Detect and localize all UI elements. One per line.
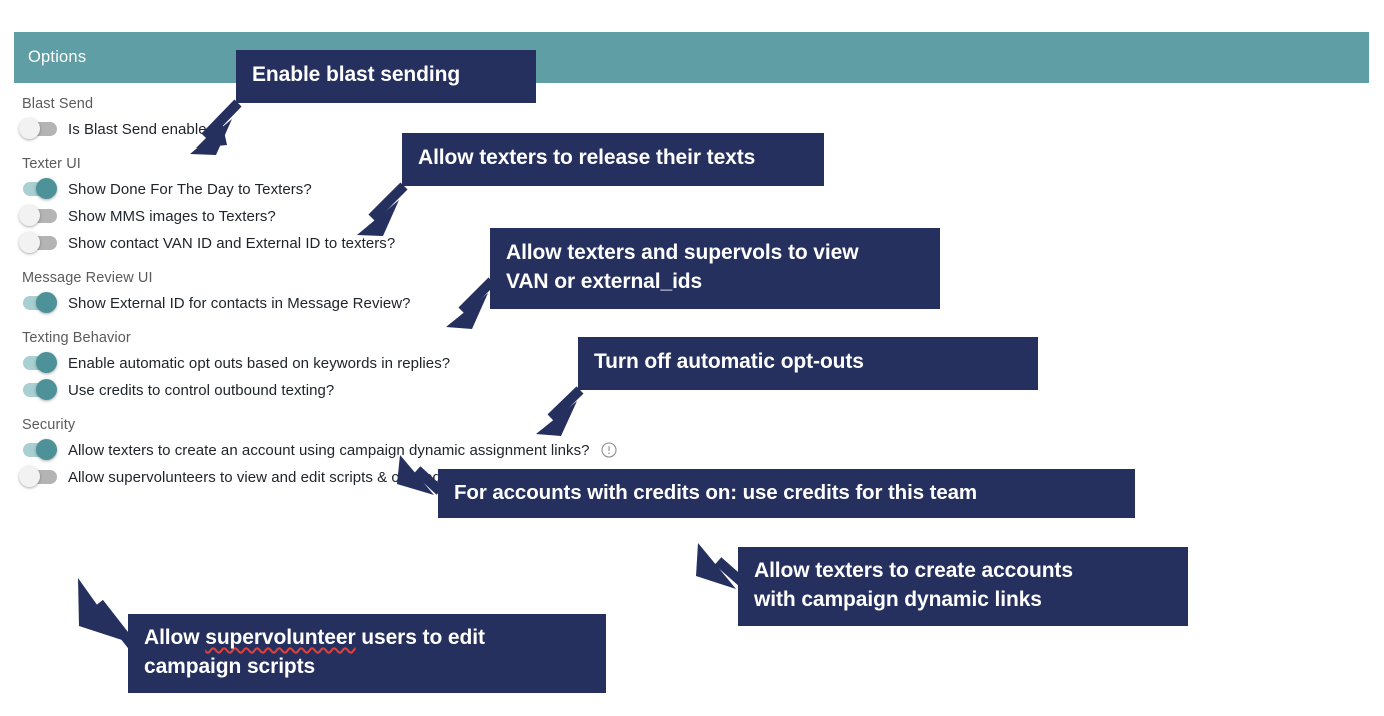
arrow-edit-scripts [78,578,139,653]
setting-row: Show Done For The Day to Texters? [14,176,1114,202]
callout-text: Allow texters to release their texts [418,146,756,169]
toggle-thumb [19,466,40,487]
callout-turn-off-opt-outs: Turn off automatic opt-outs [578,337,1038,390]
setting-row: Show contact VAN ID and External ID to t… [14,230,1114,256]
callout-text-misspelled: supervolunteer [205,626,356,649]
callout-edit-campaign-scripts: Allow supervolunteer users to edit campa… [128,614,606,693]
group-title: Texting Behavior [22,330,131,346]
setting-label: Allow texters to create an account using… [68,441,590,459]
setting-label: Show Done For The Day to Texters? [68,180,312,198]
callout-credits-for-team: For accounts with credits on: use credit… [438,469,1135,518]
setting-group-texter-ui: Texter UI Show Done For The Day to Texte… [14,156,1114,256]
setting-row: Show MMS images to Texters? [14,203,1114,229]
toggle-show-mms-images[interactable] [14,204,62,228]
callout-create-accounts-dynamic-links: Allow texters to create accounts with ca… [738,547,1188,626]
toggle-thumb [36,292,57,313]
callout-text: Enable blast sending [252,63,461,86]
callout-text: For accounts with credits on: use credit… [454,481,978,504]
callout-text-line2: with campaign dynamic links [754,588,1042,611]
setting-group-texting-behavior: Texting Behavior Enable automatic opt ou… [14,330,1114,403]
toggle-thumb [36,379,57,400]
options-panel-header: Options [14,32,1369,83]
setting-row: Show External ID for contacts in Message… [14,290,1114,316]
toggle-show-done-for-the-day[interactable] [14,177,62,201]
setting-group-message-review-ui: Message Review UI Show External ID for c… [14,270,1114,316]
callout-text-part-c: users to edit [355,626,485,649]
toggle-thumb [36,352,57,373]
toggle-thumb [19,232,40,253]
arrow-dynamic-links [696,543,747,589]
toggle-thumb [36,178,57,199]
toggle-show-contact-van-id[interactable] [14,231,62,255]
callout-text-line1: Allow texters and supervols to view [506,241,859,264]
setting-label: Enable automatic opt outs based on keywo… [68,354,451,372]
callout-release-texts: Allow texters to release their texts [402,133,824,186]
setting-label: Show contact VAN ID and External ID to t… [68,234,396,252]
group-title: Message Review UI [22,270,153,286]
settings-list: Blast Send Is Blast Send enabled? Texter… [14,96,1114,504]
setting-label: Show External ID for contacts in Message… [68,294,411,312]
group-title: Security [22,417,76,433]
page-title: Options [28,48,87,66]
exclamation-circle-icon[interactable] [600,442,617,458]
callout-text-line2: VAN or external_ids [506,270,703,293]
setting-row: Enable automatic opt outs based on keywo… [14,350,1114,376]
callout-text-part-a: Allow [144,626,206,649]
setting-row: Allow texters to create an account using… [14,437,1114,463]
toggle-is-blast-send-enabled[interactable] [14,117,62,141]
callout-text: Turn off automatic opt-outs [594,350,864,373]
group-title: Texter UI [22,156,81,172]
callout-text-line2: campaign scripts [144,655,316,678]
toggle-enable-automatic-opt-outs[interactable] [14,351,62,375]
toggle-use-credits-outbound[interactable] [14,378,62,402]
callout-text-line1: Allow supervolunteer users to edit [144,623,590,652]
callout-enable-blast-sending: Enable blast sending [236,50,536,103]
toggle-thumb [19,118,40,139]
toggle-thumb [19,205,40,226]
setting-label: Show MMS images to Texters? [68,207,276,225]
setting-row: Use credits to control outbound texting? [14,377,1114,403]
group-title: Blast Send [22,96,94,112]
setting-label: Use credits to control outbound texting? [68,381,335,399]
callout-text-line1: Allow texters to create accounts [754,559,1073,582]
toggle-thumb [36,439,57,460]
setting-group-blast-send: Blast Send Is Blast Send enabled? [14,96,1114,142]
options-panel: Options [14,32,1369,83]
toggle-show-external-id-message-review[interactable] [14,291,62,315]
toggle-allow-texters-create-account[interactable] [14,438,62,462]
callout-view-van-ids: Allow texters and supervols to view VAN … [490,228,940,309]
toggle-allow-supervolunteers-edit-scripts[interactable] [14,465,62,489]
setting-row: Is Blast Send enabled? [14,116,1114,142]
setting-label: Is Blast Send enabled? [68,120,224,138]
